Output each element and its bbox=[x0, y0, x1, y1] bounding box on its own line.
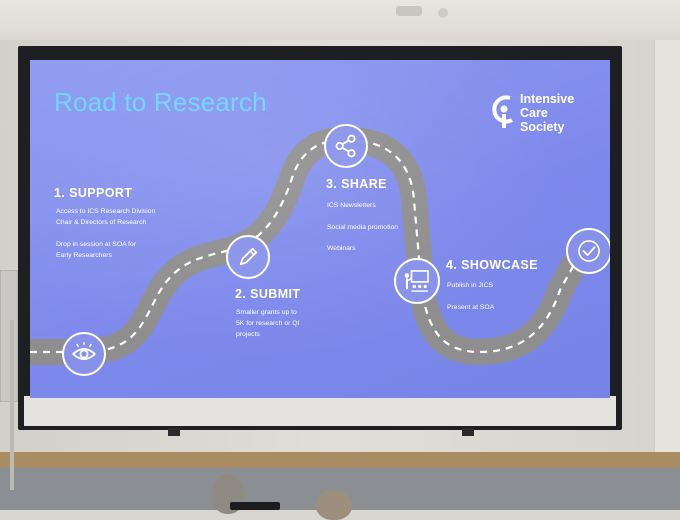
step-3-line: ICS Newsletters bbox=[327, 202, 376, 209]
eye-icon bbox=[62, 332, 106, 376]
step-3-line: Webinars bbox=[327, 245, 356, 252]
step-4-line: Present at SOA bbox=[447, 304, 495, 311]
slide: Road to Research Intensive Care Society … bbox=[30, 60, 610, 398]
step-1-line: Access to ICS Research Division bbox=[56, 208, 156, 215]
step-3-title: 3. SHARE bbox=[326, 177, 387, 191]
step-1-line: Chair & Directors of Research bbox=[56, 219, 147, 226]
ceiling bbox=[0, 0, 680, 40]
step-1-title: 1. SUPPORT bbox=[54, 186, 133, 200]
ceiling-sensor bbox=[438, 8, 448, 18]
step-1-line: Early Researchers bbox=[56, 252, 112, 259]
step-3-line: Social media promotion bbox=[327, 224, 399, 231]
step-2-line: Smaller grants up to bbox=[236, 309, 297, 316]
wall-pillar bbox=[654, 40, 680, 460]
logo-wordmark: Intensive Care Society bbox=[520, 92, 574, 134]
logo-line-3: Society bbox=[520, 120, 565, 134]
audience-head bbox=[316, 490, 352, 520]
slide-title: Road to Research bbox=[54, 87, 267, 117]
intensive-care-society-logo: Intensive Care Society bbox=[490, 92, 600, 136]
screen-mount bbox=[462, 428, 474, 436]
step-4-line: Publish in JICS bbox=[447, 282, 494, 289]
poster-stand bbox=[0, 270, 18, 402]
pencil-icon bbox=[226, 235, 270, 279]
screen-bottom-border bbox=[24, 396, 616, 426]
ceiling-light-fixture bbox=[396, 6, 422, 16]
logo-line-1: Intensive bbox=[520, 92, 575, 106]
step-2-title: 2. SUBMIT bbox=[235, 287, 301, 301]
logo-mark-icon bbox=[492, 95, 513, 128]
wall-skirting bbox=[0, 452, 680, 468]
step-4-title: 4. SHOWCASE bbox=[446, 258, 538, 272]
checkmark-icon bbox=[566, 228, 610, 274]
logo-line-2: Care bbox=[520, 106, 548, 120]
audience-laptop bbox=[230, 502, 280, 510]
step-2-line: projects bbox=[236, 331, 260, 338]
presentation-icon bbox=[394, 258, 440, 304]
share-icon bbox=[324, 124, 368, 168]
poster-stand-leg bbox=[10, 320, 14, 490]
step-1-line: Drop in session at SOA for bbox=[56, 241, 137, 248]
step-2-line: 5K for research or QI bbox=[236, 320, 300, 327]
screen-mount bbox=[168, 428, 180, 436]
